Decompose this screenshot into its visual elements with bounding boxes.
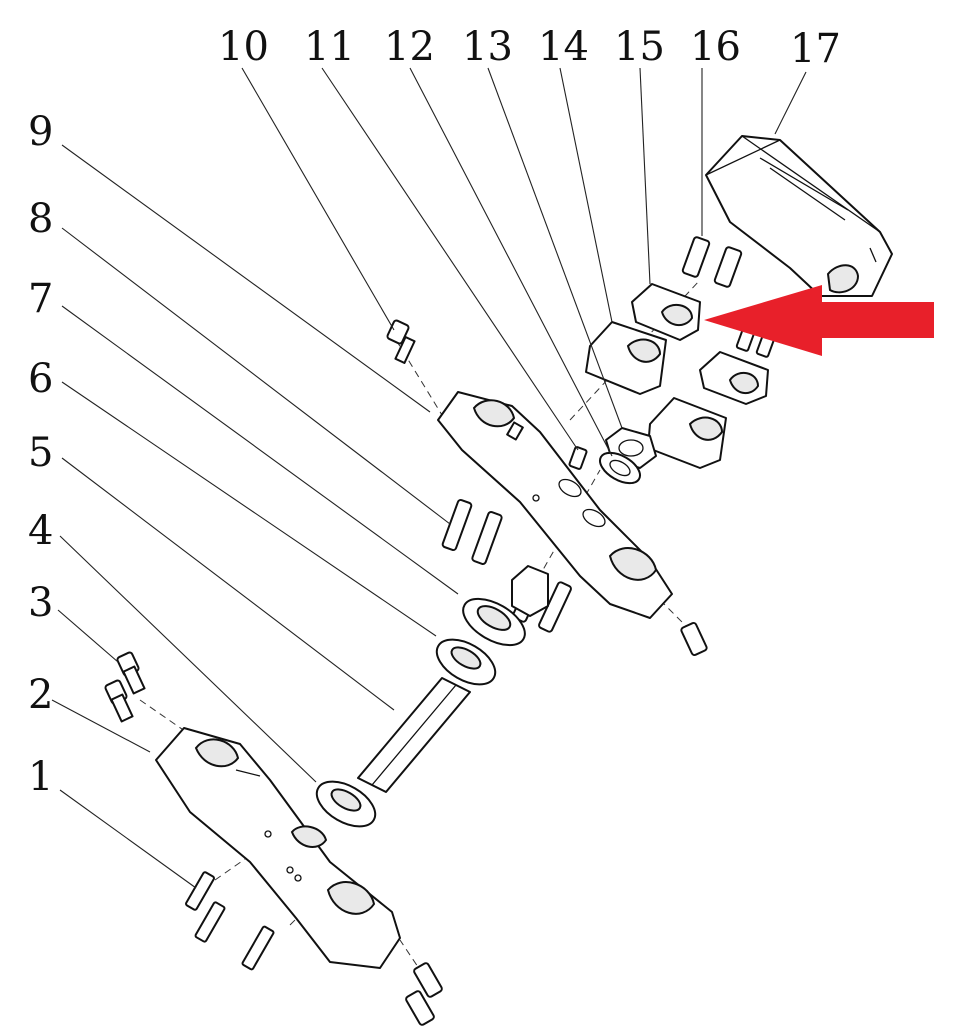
leader-6 [61, 381, 437, 637]
part-15-upper-clamps [631, 283, 769, 405]
leader-8 [61, 227, 451, 525]
leader-1 [59, 789, 197, 889]
callout-8: 8 [28, 196, 53, 242]
part-11-pin [568, 446, 588, 470]
part-5-steering-stem [357, 677, 471, 793]
callout-14: 14 [538, 24, 589, 70]
callout-10: 10 [218, 24, 269, 70]
part-6-bearing [435, 638, 497, 686]
leader-5 [61, 457, 395, 711]
part-4-lower-bearing [315, 780, 377, 828]
callout-2: 2 [28, 672, 53, 718]
leader-7 [61, 305, 459, 595]
leader-13 [487, 67, 623, 429]
part-7-stem-top [462, 565, 549, 647]
callout-9: 9 [28, 109, 53, 155]
leader-lines [51, 67, 807, 889]
callout-4: 4 [28, 508, 53, 554]
part-14-lower-clamps [585, 321, 727, 469]
leader-12 [409, 67, 613, 457]
part-16-clamp-bolts [681, 236, 777, 358]
part-2-lower-triple-clamp [155, 727, 401, 969]
callout-6: 6 [28, 356, 53, 402]
callout-13: 13 [462, 24, 513, 70]
leader-9 [61, 144, 431, 413]
part-10-bolt [386, 319, 416, 364]
leader-11 [321, 67, 579, 451]
callout-17: 17 [790, 26, 841, 72]
callout-7: 7 [28, 276, 53, 322]
leader-15 [639, 67, 651, 285]
callout-3: 3 [28, 580, 53, 626]
part-12-washer [599, 451, 641, 485]
leader-10 [241, 67, 395, 331]
leader-3 [57, 609, 119, 663]
highlight-arrow [704, 285, 934, 356]
callout-5: 5 [28, 430, 53, 476]
part-9-upper-triple-clamp [437, 391, 673, 619]
callout-1: 1 [28, 754, 53, 800]
callout-numbers: 1 2 3 4 5 6 7 8 9 10 11 12 13 14 15 16 1… [28, 24, 841, 800]
callout-16: 16 [690, 24, 741, 70]
callout-12: 12 [384, 24, 435, 70]
leader-4 [59, 535, 317, 783]
part-3-bolts [104, 651, 146, 723]
callout-15: 15 [614, 24, 665, 70]
part-1-bolts [185, 871, 443, 1026]
assembly-axes [139, 279, 701, 986]
leader-2 [51, 699, 151, 753]
leader-17 [774, 71, 807, 135]
part-17-top-cover [705, 135, 893, 297]
callout-11: 11 [304, 24, 355, 70]
leader-14 [559, 67, 613, 323]
